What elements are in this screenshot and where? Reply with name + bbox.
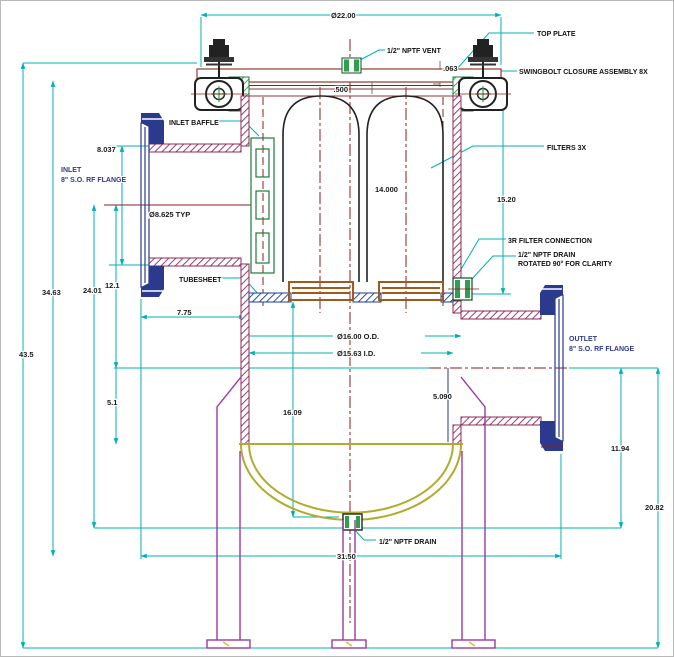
label-top-plate: TOP PLATE [537, 31, 576, 38]
label-inlet-baffle: INLET BAFFLE [169, 120, 219, 127]
dim-34-63: 34.63 [42, 288, 61, 297]
label-inlet-1: INLET [61, 167, 82, 174]
dim-shell-id: Ø15.63 I.D. [337, 349, 375, 358]
label-tubesheet: TUBESHEET [179, 277, 222, 284]
label-filter-connection: 3R FILTER CONNECTION [508, 238, 592, 245]
swingbolt-right [455, 39, 511, 111]
filter-connection-fitting [448, 277, 479, 301]
dim-plate-thickness: .500 [333, 85, 348, 94]
bottom-head [239, 443, 463, 521]
dim-filter-length: 14.000 [375, 185, 398, 194]
dim-24-01: 24.01 [83, 286, 102, 295]
dimension-lines [20, 12, 661, 649]
label-outlet-2: 8" S.O. RF FLANGE [569, 346, 634, 353]
dim-gasket-gap: .063 [443, 64, 458, 73]
dim-16-09: 16.09 [283, 408, 302, 417]
dim-head-depth: 5.090 [433, 392, 452, 401]
label-swingbolt: SWINGBOLT CLOSURE ASSEMBLY 8X [519, 69, 648, 76]
dim-43-5: 43.5 [19, 350, 34, 359]
dim-outlet-to-base: 20.82 [645, 503, 664, 512]
dim-outlet-height: 11.94 [611, 444, 630, 453]
dim-pipe-od: Ø8.625 TYP [149, 210, 190, 219]
drain-fitting [342, 513, 363, 531]
label-drain-rotated-2: ROTATED 90° FOR CLARITY [518, 260, 613, 268]
dim-7-75: 7.75 [177, 308, 192, 317]
filter-bags [282, 95, 444, 282]
inlet-nozzle [140, 113, 242, 297]
filter-collars [288, 281, 444, 301]
vessel-shell [240, 95, 462, 445]
top-plate [196, 68, 502, 97]
dim-12-1: 12.1 [105, 281, 120, 290]
outlet-nozzle [460, 285, 564, 451]
support-legs [206, 376, 496, 649]
dim-flange-span: 31.50 [337, 552, 356, 561]
annotations: Ø22.00 1/2" NPTF VENT TOP PLATE SWINGBOL… [18, 10, 665, 562]
label-filters: FILTERS 3X [547, 145, 586, 152]
label-outlet-1: OUTLET [569, 336, 598, 343]
dim-chamber-height: 15.20 [497, 195, 516, 204]
dim-shell-od: Ø16.00 O.D. [337, 332, 379, 341]
dim-inlet-drop: 8.037 [97, 145, 116, 154]
label-vent: 1/2" NPTF VENT [387, 48, 442, 55]
inlet-baffle [250, 137, 275, 274]
swingbolt-left [191, 39, 247, 111]
dim-top-plate-dia: Ø22.00 [331, 11, 356, 20]
label-bottom-drain: 1/2" NPTF DRAIN [379, 539, 436, 546]
vent-fitting [341, 57, 362, 74]
label-inlet-2: 8" S.O. RF FLANGE [61, 177, 126, 184]
dim-5-1: 5.1 [107, 398, 117, 407]
label-drain-rotated-1: 1/2" NPTF DRAIN [518, 252, 575, 259]
